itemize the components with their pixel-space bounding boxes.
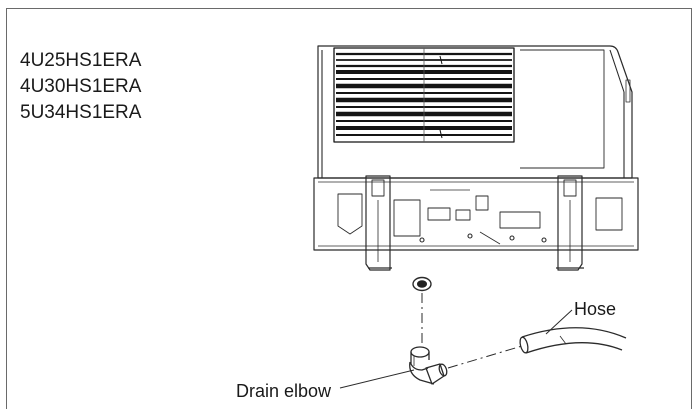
hose xyxy=(519,327,627,354)
base-pan xyxy=(313,177,639,251)
model-number: 4U30HS1ERA xyxy=(20,76,142,97)
drain-hole xyxy=(412,276,432,292)
fan-grille xyxy=(333,47,515,143)
model-number: 4U25HS1ERA xyxy=(20,50,142,71)
mounting-foot-right xyxy=(556,175,584,271)
mounting-foot-left xyxy=(365,175,392,271)
drain-elbow-leader xyxy=(339,369,415,389)
drain-elbow-label: Drain elbow xyxy=(236,381,332,401)
model-list: 4U25HS1ERA 4U30HS1ERA 5U34HS1ERA xyxy=(20,48,141,126)
drain-elbow xyxy=(409,346,448,385)
hose-leader xyxy=(545,309,573,335)
hose-label: Hose xyxy=(574,299,617,319)
outdoor-unit xyxy=(313,45,639,271)
model-number: 5U34HS1ERA xyxy=(20,102,142,123)
